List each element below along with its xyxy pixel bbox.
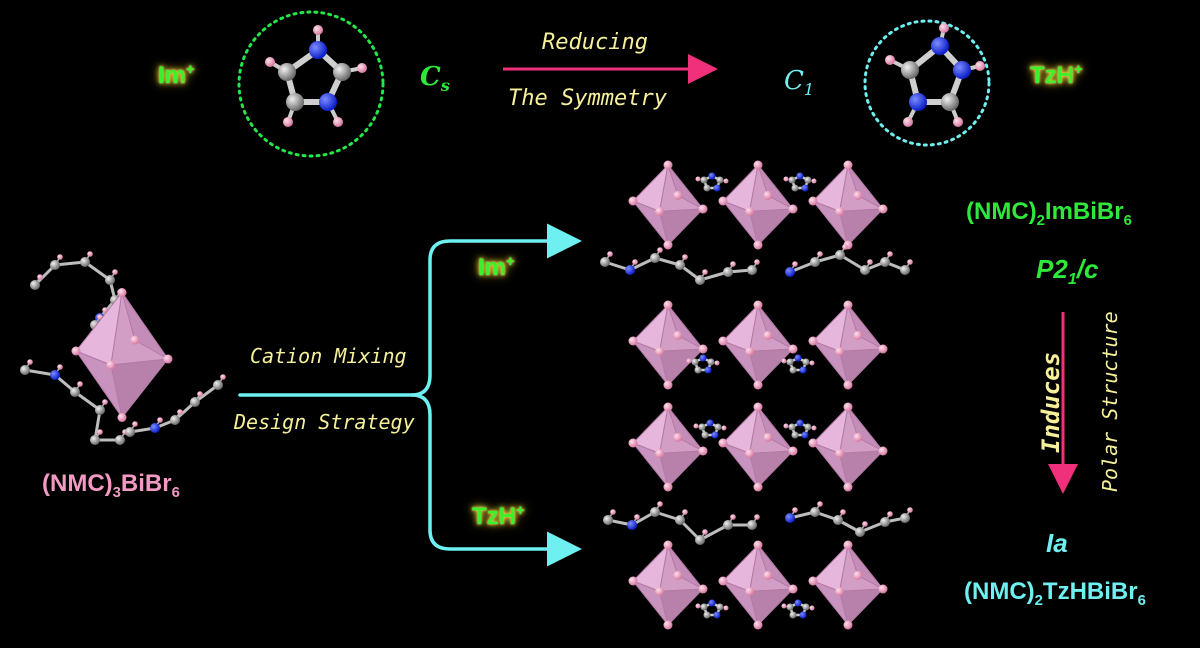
im-product-formula: (NMC)2ImBiBr6 (966, 198, 1132, 229)
small-cation-7 (695, 599, 729, 619)
octahedron-upper-bottom-1 (628, 300, 708, 390)
small-cation-8 (781, 599, 815, 619)
octahedron-lower-bottom-3 (808, 540, 888, 630)
upper-organic-cation-1 (600, 247, 760, 285)
induces-text: Induces (1037, 351, 1065, 453)
ia-space-group: Ia (1046, 528, 1068, 558)
octahedron-upper-top-3 (808, 160, 888, 250)
precursor-formula: (NMC)3BiBr6 (42, 470, 180, 501)
tzh-cation-label: TzH+ (1030, 62, 1083, 89)
im-dotted-circle (237, 10, 385, 158)
lower-organic-cation-1 (603, 501, 760, 545)
tzh-product-formula: (NMC)2TzHBiBr6 (964, 578, 1146, 609)
small-cation-2 (783, 172, 817, 192)
im-molecule (265, 25, 367, 127)
c1-point-group: C1 (784, 66, 815, 100)
octahedron-lower-top-2 (718, 402, 798, 492)
symmetry-text: The Symmetry (508, 86, 667, 111)
cs-point-group: Cs (420, 62, 450, 96)
small-cation-1 (695, 172, 729, 192)
branch-tzh-label: TzH+ (472, 503, 525, 530)
octahedron-lower-top-3 (808, 402, 888, 492)
p21c-space-group: P21/c (1036, 254, 1099, 289)
cyclohexyl-cation-right (125, 374, 226, 437)
small-cation-4 (781, 354, 815, 374)
tzh-dotted-circle (863, 19, 991, 147)
octahedron-upper-bottom-3 (808, 300, 888, 390)
cyclohexyl-cation-left (20, 359, 128, 445)
octahedron-upper-bottom-2 (718, 300, 798, 390)
branch-im-label: Im+ (478, 254, 515, 281)
small-cation-3 (686, 354, 720, 374)
precursor-structure (20, 251, 226, 445)
cation-mixing-text: Cation Mixing (250, 344, 407, 368)
octahedron-upper-top-2 (718, 160, 798, 250)
tzh-molecule (885, 23, 985, 127)
im-cation-label: Im+ (158, 62, 195, 89)
branch-arrows (238, 223, 582, 567)
lower-organic-cation-2 (785, 501, 913, 537)
octahedron-lower-top-1 (628, 402, 708, 492)
octahedron-upper-top-1 (628, 160, 708, 250)
small-cation-5 (693, 419, 727, 439)
design-strategy-text: Design Strategy (234, 410, 415, 434)
upper-organic-cation-2 (785, 244, 913, 277)
polar-structure-text: Polar Structure (1098, 311, 1122, 492)
small-cation-6 (783, 419, 817, 439)
bi-br-octahedron (71, 288, 173, 422)
octahedron-lower-bottom-1 (628, 540, 708, 630)
octahedron-lower-bottom-2 (718, 540, 798, 630)
reducing-text: Reducing (542, 30, 648, 55)
crystal-structures (600, 160, 913, 630)
